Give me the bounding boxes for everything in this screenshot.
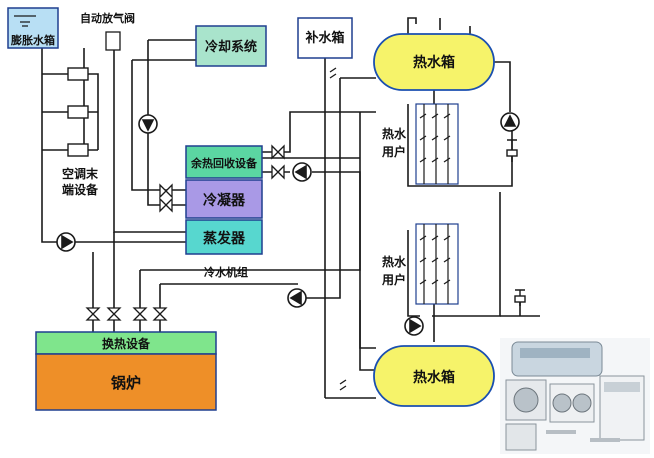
hot-water-tank-top: 热水箱 xyxy=(373,33,495,91)
air-vent-label: 自动放气阀 xyxy=(80,11,135,25)
chiller-unit-label: 冷水机组 xyxy=(204,265,248,279)
boiler: 锅炉 xyxy=(35,353,217,411)
cooling-system: 冷却系统 xyxy=(195,25,267,67)
filter-units xyxy=(67,67,89,157)
evaporator-label: 蒸发器 xyxy=(203,230,246,247)
ac-terminal-label-2: 端设备 xyxy=(62,182,99,197)
heat-recovery-label: 余热回收设备 xyxy=(190,156,258,170)
heat-exchanger-label: 换热设备 xyxy=(102,336,151,351)
heat-exchanger: 换热设备 xyxy=(35,331,217,355)
makeup-tank: 补水箱 xyxy=(297,17,353,59)
chiller-stack: 余热回收设备 冷凝器 蒸发器 xyxy=(185,145,263,255)
pump-bottom-tank-icon xyxy=(404,316,424,336)
hot-user-top-label-1: 热水 xyxy=(382,126,407,141)
hot-user-bottom-label-1: 热水 xyxy=(382,254,407,269)
expansion-tank: 膨胀水箱 xyxy=(7,7,59,49)
break-marks xyxy=(329,67,347,391)
pump-top-tank-icon xyxy=(500,112,520,132)
hot-user-terminals-top xyxy=(415,103,459,185)
hot-user-terminals-bottom xyxy=(415,223,459,305)
valves xyxy=(85,144,285,321)
pumps xyxy=(56,112,520,336)
hot-user-bottom-label-2: 用户 xyxy=(381,272,406,287)
expansion-tank-label: 膨胀水箱 xyxy=(10,33,55,47)
pump-heat-recovery-icon xyxy=(292,162,312,182)
condenser-label: 冷凝器 xyxy=(203,192,246,209)
hot-water-tank-top-label: 热水箱 xyxy=(413,54,455,71)
equipment-photo xyxy=(500,338,650,454)
makeup-tank-label: 补水箱 xyxy=(304,30,344,46)
hot-user-top-label-2: 用户 xyxy=(381,144,406,159)
pump-left-icon xyxy=(56,232,76,252)
hot-water-tank-bottom: 热水箱 xyxy=(373,345,495,407)
thermometer-icons xyxy=(506,139,526,303)
pump-chiller-icon xyxy=(287,288,307,308)
pump-cooling-icon xyxy=(138,114,158,134)
boiler-label: 锅炉 xyxy=(111,374,141,392)
cooling-system-label: 冷却系统 xyxy=(205,39,257,55)
air-vent: 自动放气阀 xyxy=(80,11,135,51)
ac-terminal-label-1: 空调末 xyxy=(62,166,99,181)
hot-water-tank-bottom-label: 热水箱 xyxy=(413,369,455,386)
